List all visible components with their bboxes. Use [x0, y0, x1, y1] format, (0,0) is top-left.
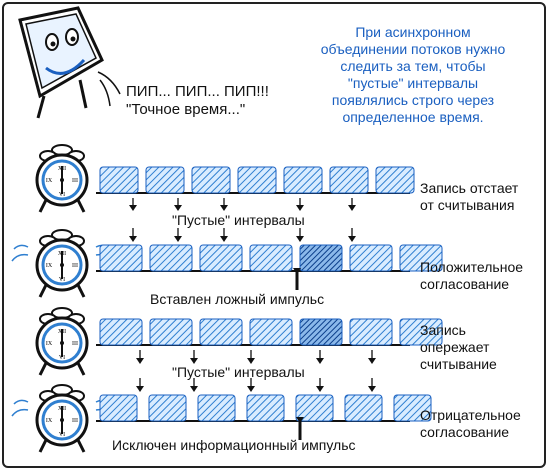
marker-arrow-head [220, 205, 228, 211]
note-line: "пустые" интервалы [347, 75, 479, 91]
row-label: согласование [420, 276, 510, 292]
false-pulse-caption: Вставлен ложный импульс [150, 291, 325, 307]
pulse [99, 166, 139, 194]
row-label: опережает [420, 339, 490, 355]
pulse [249, 318, 293, 346]
pulse [375, 166, 415, 194]
alarm-clock-icon [35, 306, 89, 377]
pulse [349, 318, 393, 346]
note-line: определенное время. [342, 109, 484, 125]
note-block: При асинхронном объединении потоков нужн… [308, 24, 518, 126]
row-label: Положительное [420, 259, 524, 275]
pulse [149, 244, 193, 272]
pulse [283, 166, 323, 194]
row-label: Запись отстает [420, 180, 519, 196]
marker-arrow-head [368, 358, 376, 364]
pulse [329, 166, 369, 194]
alarm-clock-ringing-icon [11, 383, 113, 454]
exact-time-text: "Точное время..." [126, 101, 246, 118]
pulse [99, 394, 138, 422]
marker-arrow-head [190, 358, 198, 364]
pulse [197, 394, 236, 422]
marker-arrow-head [316, 386, 324, 392]
row-label: согласование [420, 424, 510, 440]
marker-arrow-head [348, 205, 356, 211]
marker-arrow-head [368, 386, 376, 392]
marker-arrow-head [247, 358, 255, 364]
pulse [246, 394, 285, 422]
row-label: Запись [420, 322, 466, 338]
marker-arrow-head [136, 358, 144, 364]
alarm-clock-ringing-icon [11, 228, 113, 299]
marker-arrow-head [136, 386, 144, 392]
pulse [344, 394, 383, 422]
alarm-clock-icon [35, 143, 89, 214]
marker-arrow-head [348, 236, 356, 242]
marker-arrow-head [296, 236, 304, 242]
pulse [249, 244, 293, 272]
note-line: объединении потоков нужно [320, 41, 506, 57]
note-line: следить за тем, чтобы [340, 58, 486, 74]
pulse [191, 166, 231, 194]
pulse [148, 394, 187, 422]
pulse [199, 318, 243, 346]
pulse [149, 318, 193, 346]
pulse [299, 244, 343, 272]
marker-arrow-head [129, 236, 137, 242]
radio-character-icon [18, 6, 121, 119]
marker-arrow-head [316, 358, 324, 364]
empty-intervals-caption: "Пустые" интервалы [172, 364, 305, 380]
marker-arrow-head [296, 205, 304, 211]
diagram-frame [2, 2, 546, 468]
pulse [199, 244, 243, 272]
note-line: появлялись строго через [331, 92, 495, 108]
pulse [99, 318, 143, 346]
empty-intervals-caption: "Пустые" интервалы [172, 212, 305, 228]
marker-arrow-head [190, 386, 198, 392]
marker-arrow-head [129, 205, 137, 211]
pulse [237, 166, 277, 194]
pulse [295, 394, 334, 422]
pulse [399, 318, 443, 346]
marker-arrow-head [247, 386, 255, 392]
pulse [145, 166, 185, 194]
pulse [99, 244, 143, 272]
marker-arrow-head [174, 236, 182, 242]
marker-arrow-head [220, 236, 228, 242]
note-line: При асинхронном [355, 24, 471, 40]
marker-arrow-head [296, 417, 304, 423]
row-label: от считывания [420, 197, 515, 213]
pulse [299, 318, 343, 346]
pulse [393, 394, 432, 422]
excluded-pulse-caption: Исключен информационный импульс [112, 437, 356, 453]
pulse [399, 244, 443, 272]
marker-arrow-head [293, 268, 301, 274]
row-label: Отрицательное [420, 407, 521, 423]
pulse-streams [96, 166, 443, 440]
beep-text: ПИП... ПИП... ПИП!!! [126, 83, 269, 100]
marker-arrow-head [174, 205, 182, 211]
pulse [349, 244, 393, 272]
row-label: считывание [420, 356, 497, 372]
